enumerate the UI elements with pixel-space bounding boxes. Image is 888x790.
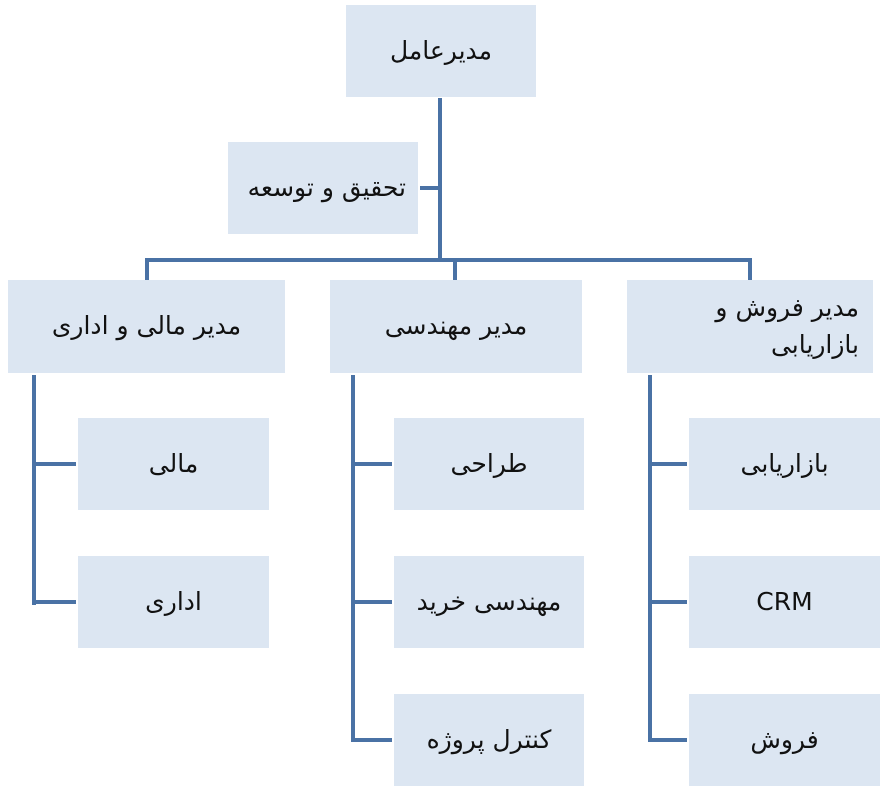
sales-branch-connector: [648, 600, 687, 604]
sales-branch-connector: [648, 462, 687, 466]
engineering-unit-box: مهندسی خرید: [394, 556, 584, 648]
sales-branch-connector: [648, 738, 687, 742]
finance-unit-box: اداری: [78, 556, 269, 648]
engineering-head-box: مدیر مهندسی: [330, 280, 582, 373]
sales-unit-box: بازاریابی: [689, 418, 880, 510]
main-horizontal-connector: [145, 258, 752, 262]
finance-head-box: مدیر مالی و اداری: [8, 280, 285, 373]
engineering-drop-connector: [453, 258, 457, 280]
ceo-vertical-connector: [438, 98, 442, 262]
finance-unit-box: مالی: [78, 418, 269, 510]
finance-trunk-connector: [32, 375, 36, 605]
rnd-connector: [420, 186, 440, 190]
finance-drop-connector: [145, 258, 149, 280]
engineering-branch-connector: [351, 600, 392, 604]
finance-branch-connector: [32, 600, 76, 604]
rnd-box: تحقیق و توسعه: [228, 142, 418, 234]
ceo-box: مدیرعامل: [346, 5, 536, 97]
sales-head-box: مدیر فروش و بازاریابی: [627, 280, 873, 373]
finance-branch-connector: [32, 462, 76, 466]
engineering-branch-connector: [351, 462, 392, 466]
sales-unit-box: فروش: [689, 694, 880, 786]
sales-drop-connector: [748, 258, 752, 280]
sales-unit-box: CRM: [689, 556, 880, 648]
engineering-trunk-connector: [351, 375, 355, 742]
sales-trunk-connector: [648, 375, 652, 742]
engineering-unit-box: کنترل پروژه: [394, 694, 584, 786]
engineering-branch-connector: [351, 738, 392, 742]
engineering-unit-box: طراحی: [394, 418, 584, 510]
